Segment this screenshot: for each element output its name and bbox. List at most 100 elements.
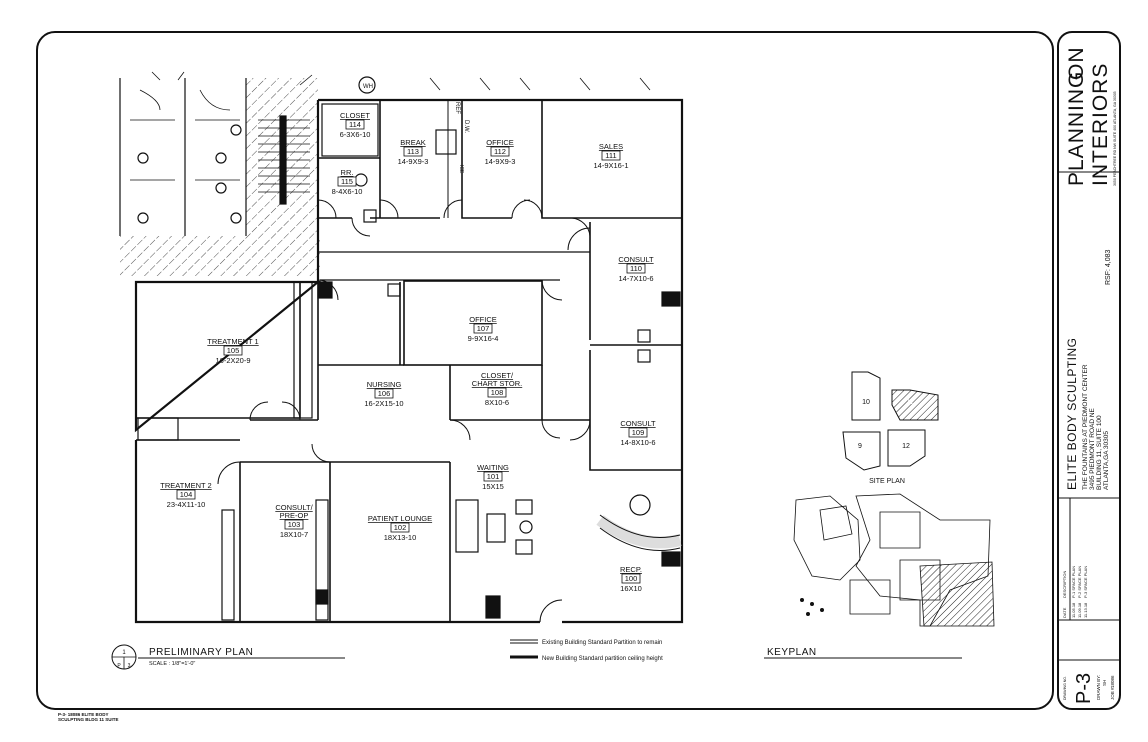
fixture-label-ice: ICE xyxy=(458,165,464,174)
room-size: 16X10 xyxy=(620,584,642,593)
room-size: 8X10-6 xyxy=(485,398,509,407)
room-number: 103 xyxy=(288,520,301,529)
room-size: 16-2X15-10 xyxy=(364,399,403,408)
room-size: 23-4X11-10 xyxy=(167,500,206,509)
revision-description: P-1 SPACE PLAN xyxy=(1071,566,1076,598)
room-name: WAITING xyxy=(477,463,509,472)
drawn-by: SH xyxy=(1102,680,1107,686)
room-size: 14-8X10-6 xyxy=(620,438,655,447)
section-marker-right: 3 xyxy=(128,663,131,669)
site-plan-label: SITE PLAN xyxy=(869,478,905,485)
room-name: CLOSET xyxy=(340,111,370,120)
room-number-box xyxy=(284,519,304,530)
drawing-number: P-3 xyxy=(1073,673,1095,704)
room-size: 14-9X9-3 xyxy=(485,157,516,166)
project-address-line: BUILDING 11, SUITE 100 xyxy=(1096,415,1103,490)
room-name: CONSULT/ xyxy=(275,503,313,512)
room-size: 14-9X9-3 xyxy=(398,157,429,166)
room-name: CONSULT xyxy=(618,255,654,264)
room-name: CHART STOR. xyxy=(472,379,522,388)
room-number: 111 xyxy=(605,151,616,160)
revision-date-header: DATE xyxy=(1062,607,1067,618)
room-number-box xyxy=(176,489,196,500)
room-name: NURSING xyxy=(367,380,402,389)
revision-description-header: DESCRIPTION xyxy=(1062,571,1067,598)
project-name: ELITE BODY SCULPTING xyxy=(1065,338,1079,490)
room-number-box xyxy=(345,119,365,130)
title-block-border xyxy=(1057,31,1121,710)
room-number: 110 xyxy=(630,264,642,273)
room-number-box xyxy=(374,388,394,399)
revision-date: 11.09.18 xyxy=(1077,602,1082,618)
text-layer: CLOSET1146-3X6-10BREAK11314-9X9-3OFFICE1… xyxy=(58,47,1117,723)
fixture-label-wh: WH xyxy=(363,84,373,90)
plan-scale: SCALE : 1/8"=1'-0" xyxy=(149,661,195,667)
site-plan-building: 9 xyxy=(858,443,862,450)
project-address-line: 3495 PIEDMONT ROAD NE xyxy=(1089,407,1096,490)
drawing-border xyxy=(36,31,1054,710)
room-number-box xyxy=(601,150,621,161)
section-marker-left: P xyxy=(117,663,121,669)
room-number: 101 xyxy=(487,472,500,481)
room-size: 9-9X16-4 xyxy=(468,334,499,343)
job-number: 18086 xyxy=(1110,675,1115,688)
revision-description: P-2 SPACE PLAN xyxy=(1077,566,1082,598)
room-size: 6-3X6-10 xyxy=(340,130,371,139)
room-number: 107 xyxy=(477,324,490,333)
room-name: CLOSET/ xyxy=(481,371,514,380)
room-name: OFFICE xyxy=(469,315,497,324)
room-number: 115 xyxy=(341,177,353,186)
room-name: PRE-OP xyxy=(280,511,309,520)
room-name: PATIENT LOUNGE xyxy=(368,514,432,523)
drawing-number-label: DRAWING NO. xyxy=(1063,676,1067,700)
room-name: RECP. xyxy=(620,565,642,574)
section-marker-top: 1 xyxy=(122,650,126,656)
plan-title: PRELIMINARY PLAN xyxy=(149,647,253,658)
room-size: 16-2X20-9 xyxy=(215,356,250,365)
room-number-box xyxy=(490,146,510,157)
keyplan xyxy=(793,493,995,627)
room-number: 108 xyxy=(491,388,504,397)
room-number-box xyxy=(628,427,648,438)
room-name: CONSULT xyxy=(620,419,656,428)
fixture-label-ref: REF xyxy=(454,102,460,114)
room-number: 114 xyxy=(349,120,361,129)
room-name: SALES xyxy=(599,142,623,151)
room-number: 106 xyxy=(378,389,391,398)
revision-description: P-3 SPACE PLAN xyxy=(1083,566,1088,598)
room-name: BREAK xyxy=(400,138,425,147)
firm-suffix: ON xyxy=(1065,47,1088,81)
room-number: 102 xyxy=(394,523,407,532)
site-plan xyxy=(842,371,939,471)
revision-date: 11.05.18 xyxy=(1071,602,1076,618)
footer-note-line1: P-3- 18086 ELITE BODY xyxy=(58,712,109,717)
firm-name-line2: INTERIORS xyxy=(1089,63,1112,186)
room-size: 8-4X6-10 xyxy=(332,187,363,196)
room-number: 100 xyxy=(625,574,638,583)
site-plan-building: 10 xyxy=(862,399,870,406)
drawn-by-label: DRAWN BY: xyxy=(1096,675,1101,700)
footer-note-line2: SCULPTING BLDG 11 SUITE xyxy=(58,717,119,722)
room-number-box xyxy=(473,323,493,334)
site-plan-building: 11 xyxy=(906,399,913,406)
room-size: 15X15 xyxy=(482,482,504,491)
room-size: 18X13-10 xyxy=(384,533,417,542)
legend-existing-line xyxy=(510,639,538,644)
room-number-box xyxy=(337,176,357,187)
title-block-lines xyxy=(1058,171,1120,661)
room-number: 112 xyxy=(494,147,506,156)
floor-plan xyxy=(119,71,684,624)
room-number-box xyxy=(483,471,503,482)
keyplan-title: KEYPLAN xyxy=(767,647,817,658)
job-number-label: JOB #: xyxy=(1110,686,1115,700)
firm-address: 3050 PEACHTREE RD NW SUITE 400 ATLANTA, … xyxy=(1113,91,1117,186)
project-address-line: ATLANTA,GA 30305 xyxy=(1103,431,1110,490)
room-number-box xyxy=(626,263,646,274)
room-number-box xyxy=(223,345,243,356)
room-name: RR. xyxy=(341,168,354,177)
room-number: 113 xyxy=(407,147,419,156)
room-name: OFFICE xyxy=(486,138,514,147)
room-name: TREATMENT 2 xyxy=(160,481,211,490)
room-number: 109 xyxy=(632,428,645,437)
room-size: 14-7X10-6 xyxy=(618,274,653,283)
